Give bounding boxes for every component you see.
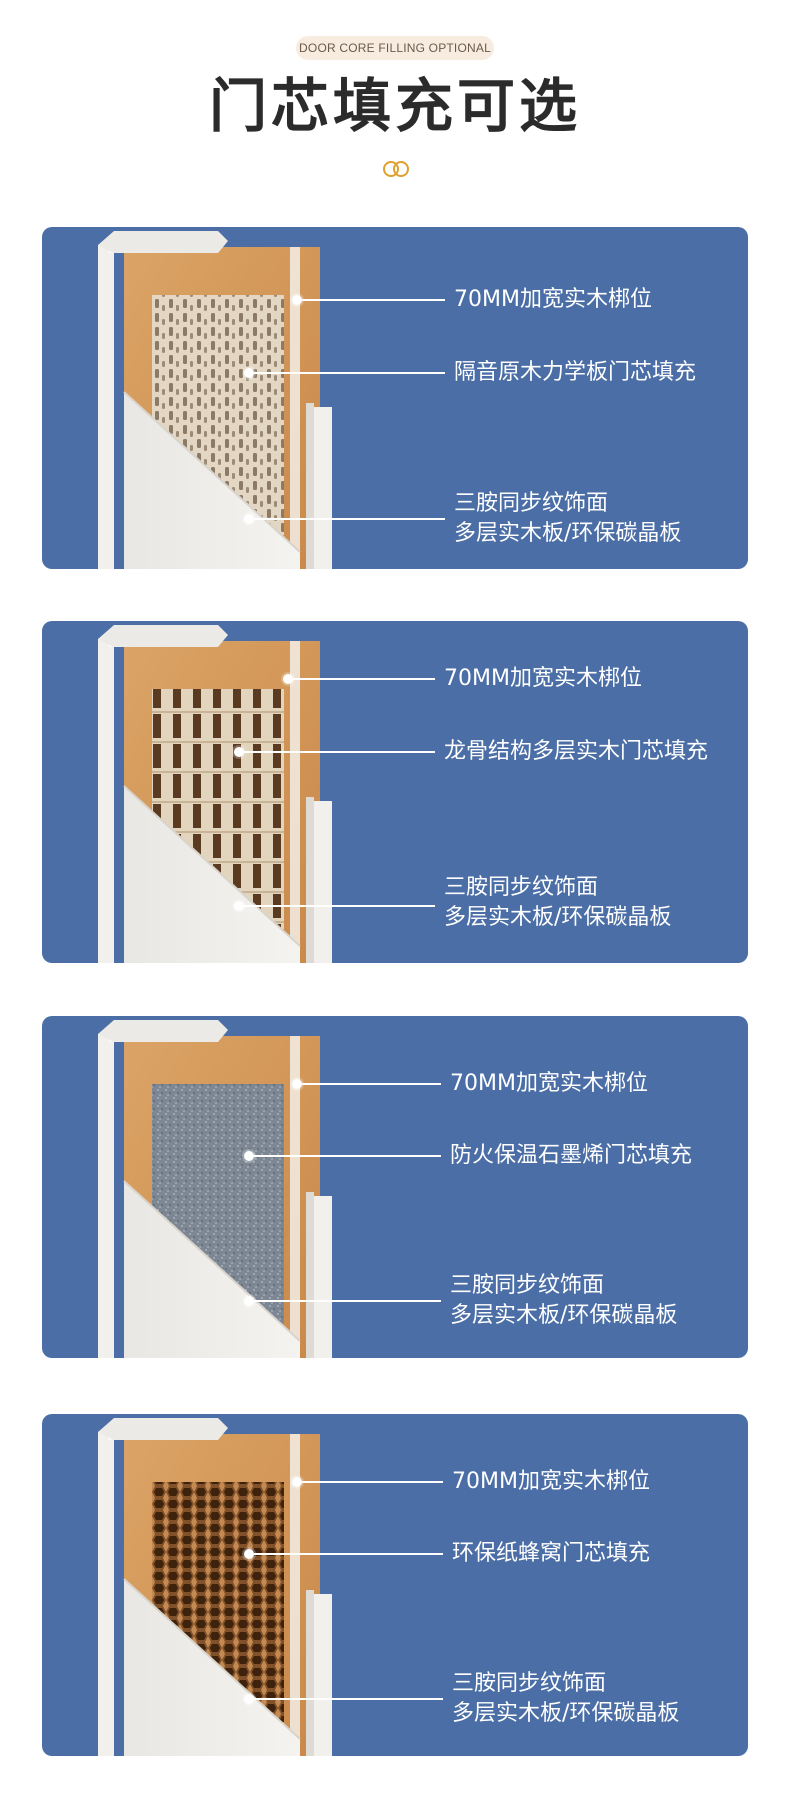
door-trim-top — [98, 1418, 228, 1440]
callout-line-top — [293, 678, 435, 680]
door-trim-right — [310, 801, 332, 963]
door-core-panel-4: 70MM加宽实木梆位环保纸蜂窝门芯填充三胺同步纹饰面多层实木板/环保碳晶板 — [42, 1414, 748, 1756]
label-stile: 70MM加宽实木梆位 — [444, 666, 642, 691]
label-board: 多层实木板/环保碳晶板 — [454, 521, 682, 546]
callout-line-bottom — [244, 905, 435, 907]
label-board: 多层实木板/环保碳晶板 — [444, 905, 672, 930]
veneer-face — [124, 1579, 300, 1756]
veneer-face — [124, 786, 300, 963]
section-header: DOOR CORE FILLING OPTIONAL 门芯填充可选 — [0, 0, 790, 200]
stile-edge — [290, 1036, 300, 1358]
door-trim-right — [310, 1594, 332, 1756]
label-finish: 三胺同步纹饰面 — [444, 875, 599, 900]
stile-edge — [290, 641, 300, 963]
label-finish: 三胺同步纹饰面 — [450, 1273, 605, 1298]
veneer-edge — [123, 1578, 301, 1740]
door-trim-top — [98, 1020, 228, 1042]
callout-line-middle — [254, 1155, 441, 1157]
callout-dot-bottom — [244, 514, 254, 524]
veneer-edge — [123, 391, 301, 553]
callout-line-middle — [254, 1553, 443, 1555]
callout-line-middle — [244, 751, 435, 753]
callout-dot-bottom — [234, 901, 244, 911]
door-trim-top — [98, 625, 228, 647]
door-jamb-left — [98, 639, 114, 963]
label-stile: 70MM加宽实木梆位 — [450, 1071, 648, 1096]
label-core: 龙骨结构多层实木门芯填充 — [444, 739, 709, 764]
callout-dot-bottom — [244, 1296, 254, 1306]
stile-edge — [290, 1434, 300, 1756]
veneer-face — [124, 1181, 300, 1358]
door-jamb-left — [98, 1432, 114, 1756]
door-jamb-left — [98, 245, 114, 569]
callout-dot-middle — [244, 1151, 254, 1161]
callout-dot-top — [283, 674, 293, 684]
door-cutaway-illustration — [98, 1020, 332, 1358]
door-trim-right-edge — [306, 403, 314, 569]
door-cutaway-illustration — [98, 1418, 332, 1756]
veneer-face — [124, 392, 300, 569]
door-core-panel-3: 70MM加宽实木梆位防火保温石墨烯门芯填充三胺同步纹饰面多层实木板/环保碳晶板 — [42, 1016, 748, 1358]
label-stile: 70MM加宽实木梆位 — [452, 1469, 650, 1494]
door-core-panel-1: 70MM加宽实木梆位隔音原木力学板门芯填充三胺同步纹饰面多层实木板/环保碳晶板 — [42, 227, 748, 569]
door-trim-right-edge — [306, 1192, 314, 1358]
callout-dot-middle — [244, 1549, 254, 1559]
door-core-panel-2: 70MM加宽实木梆位龙骨结构多层实木门芯填充三胺同步纹饰面多层实木板/环保碳晶板 — [42, 621, 748, 963]
callout-dot-middle — [244, 368, 254, 378]
callout-line-middle — [254, 372, 445, 374]
label-finish: 三胺同步纹饰面 — [454, 491, 609, 516]
callout-line-bottom — [254, 1300, 441, 1302]
veneer-edge — [123, 1180, 301, 1342]
callout-line-bottom — [254, 518, 445, 520]
callout-dot-top — [292, 1477, 302, 1487]
callout-line-top — [302, 299, 445, 301]
section-tag: DOOR CORE FILLING OPTIONAL — [296, 36, 494, 60]
door-jamb-left — [98, 1034, 114, 1358]
callout-line-bottom — [254, 1698, 443, 1700]
label-core: 环保纸蜂窝门芯填充 — [452, 1541, 651, 1566]
label-finish: 三胺同步纹饰面 — [452, 1671, 607, 1696]
callout-dot-bottom — [244, 1694, 254, 1704]
door-trim-top — [98, 231, 228, 253]
callout-line-top — [302, 1481, 443, 1483]
label-stile: 70MM加宽实木梆位 — [454, 287, 652, 312]
veneer-edge — [123, 785, 301, 947]
double-ring-icon — [383, 161, 409, 177]
label-core: 隔音原木力学板门芯填充 — [454, 360, 697, 385]
callout-line-top — [302, 1083, 441, 1085]
callout-dot-top — [292, 1079, 302, 1089]
stile-edge — [290, 247, 300, 569]
door-trim-right-edge — [306, 797, 314, 963]
page-title: 门芯填充可选 — [208, 72, 581, 140]
label-board: 多层实木板/环保碳晶板 — [450, 1303, 678, 1328]
door-trim-right-edge — [306, 1590, 314, 1756]
door-trim-right — [310, 1196, 332, 1358]
label-board: 多层实木板/环保碳晶板 — [452, 1701, 680, 1726]
label-core: 防火保温石墨烯门芯填充 — [450, 1143, 693, 1168]
callout-dot-middle — [234, 747, 244, 757]
door-cutaway-illustration — [98, 625, 332, 963]
door-trim-right — [310, 407, 332, 569]
door-cutaway-illustration — [98, 231, 332, 569]
callout-dot-top — [292, 295, 302, 305]
